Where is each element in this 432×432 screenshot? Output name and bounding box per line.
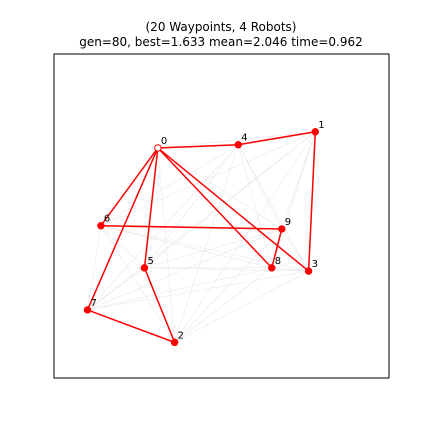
waypoint-label: 1 <box>318 120 324 131</box>
waypoint-label: 2 <box>178 330 184 341</box>
waypoint-label: 4 <box>241 133 247 144</box>
waypoint-marker <box>170 338 179 347</box>
waypoint-label: 0 <box>161 136 167 147</box>
route-3-segment <box>86 147 159 311</box>
faint-edge <box>174 228 283 343</box>
route-3-segment <box>143 267 176 343</box>
faint-edge <box>87 267 145 311</box>
faint-edge <box>100 225 272 269</box>
faint-edge <box>144 228 282 269</box>
waypoint-marker <box>83 306 92 314</box>
waypoint-labels-layer: 0 1 2 3 4 5 6 7 8 9 <box>91 120 325 342</box>
faint-edge <box>174 144 239 343</box>
faint-edge <box>87 228 282 311</box>
faint-edge <box>100 144 239 226</box>
faint-edge <box>271 267 309 272</box>
faint-edge <box>144 267 309 272</box>
waypoint-marker <box>278 225 286 233</box>
waypoint-label: 3 <box>312 259 318 270</box>
faint-edge <box>157 147 282 230</box>
faint-edge <box>237 144 309 272</box>
route-1-segment <box>157 147 310 272</box>
waypoint-marker <box>311 128 319 136</box>
route-2-segment <box>100 224 282 230</box>
faint-edge <box>87 267 272 311</box>
faint-edges-layer <box>87 131 316 343</box>
faint-edge <box>157 131 316 149</box>
waypoint-label: 5 <box>147 256 153 267</box>
route-3-segment <box>143 147 159 268</box>
faint-edge <box>100 225 145 269</box>
faint-edge <box>271 131 316 268</box>
route-1-segment <box>157 143 239 149</box>
faint-edge <box>87 131 316 311</box>
faint-edge <box>157 147 175 343</box>
route-3-segment <box>87 309 175 344</box>
waypoint-marker <box>304 267 313 275</box>
waypoint-marker <box>140 264 149 272</box>
waypoint-label: 9 <box>285 217 291 228</box>
route-2-segment <box>100 147 159 227</box>
waypoint-marker <box>234 141 242 149</box>
faint-edge <box>174 270 309 343</box>
waypoint-marker <box>268 264 276 272</box>
route-2-segment <box>271 228 283 269</box>
depot-marker <box>154 144 162 152</box>
waypoint-label: 7 <box>91 298 97 309</box>
faint-edge <box>237 144 273 268</box>
faint-edge <box>100 225 309 272</box>
faint-edge <box>100 225 175 343</box>
waypoint-label: 6 <box>104 214 110 225</box>
faint-edge <box>144 144 239 269</box>
faint-edge <box>144 131 316 269</box>
faint-edge <box>281 131 316 230</box>
faint-edge <box>174 131 316 343</box>
waypoint-label: 8 <box>275 256 281 267</box>
waypoints-layer <box>83 128 319 347</box>
faint-edge <box>87 270 309 311</box>
faint-edge <box>87 225 102 311</box>
waypoint-marker <box>97 222 105 230</box>
plot-frame <box>53 53 390 379</box>
route-2-segment <box>157 147 273 269</box>
route-1-segment <box>238 131 316 146</box>
chart-subtitle: gen=80, best=1.633 mean=2.046 time=0.962 <box>79 35 363 49</box>
routes-layer <box>86 131 317 344</box>
faint-edge <box>100 131 316 226</box>
route-1-segment <box>307 131 317 272</box>
faint-edge <box>237 144 283 230</box>
faint-edge <box>281 228 309 272</box>
chart-title: (20 Waypoints, 4 Robots) <box>146 20 297 34</box>
